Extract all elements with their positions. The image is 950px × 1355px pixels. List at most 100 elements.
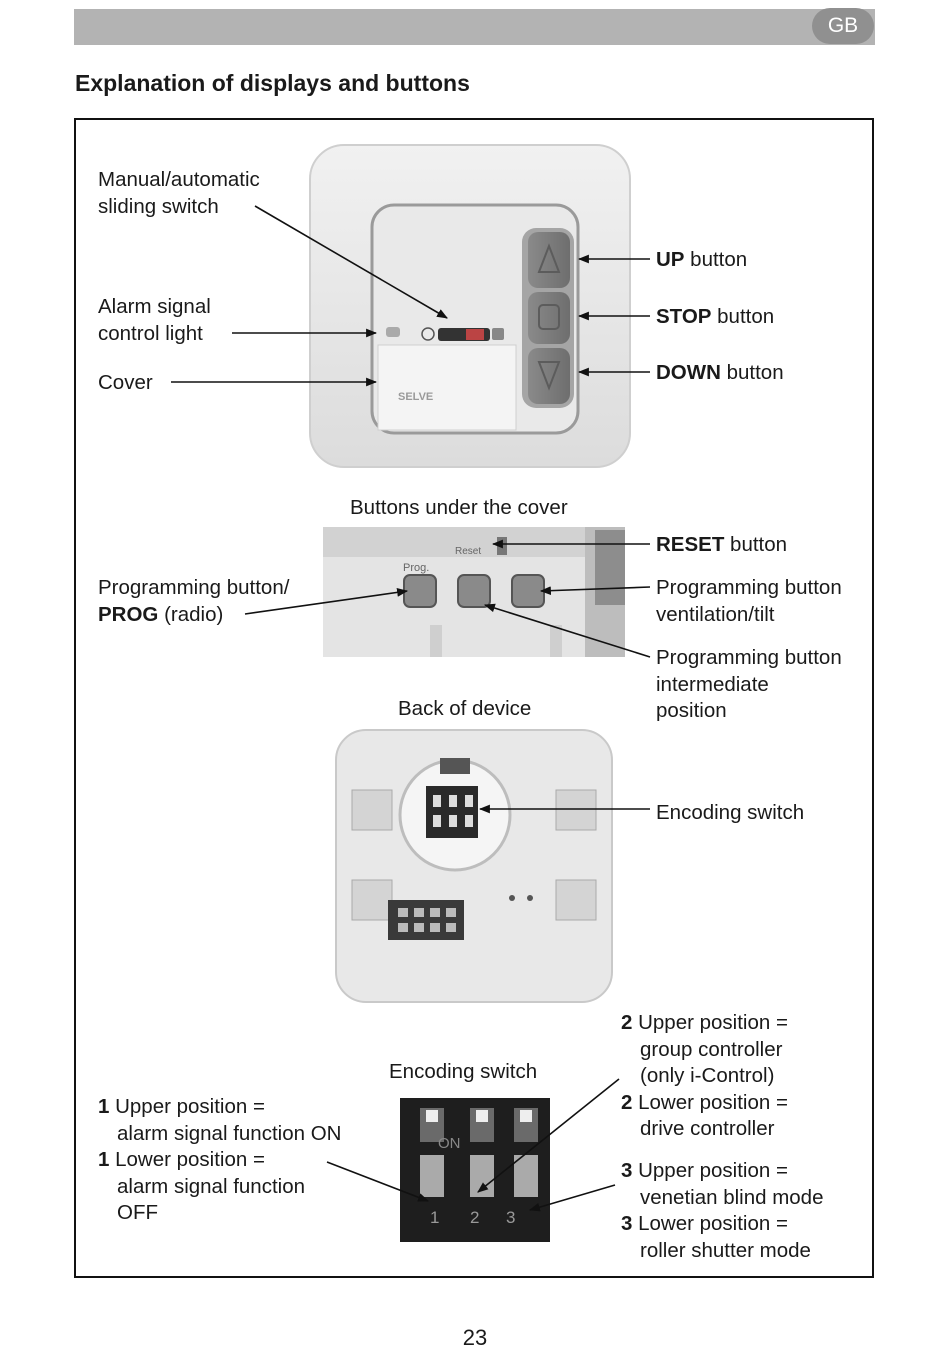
vent-line-2: ventilation/tilt [656, 602, 775, 626]
leader-lines [171, 205, 651, 1212]
up-bold: UP [656, 248, 685, 271]
leader-switch-2 [477, 1078, 620, 1193]
label-cover: Cover [98, 371, 153, 394]
down-rest: button [720, 361, 784, 384]
front-device-image: SELVE [309, 144, 631, 468]
page-number: 23 [462, 1325, 488, 1350]
sw3-up-num: 3 [621, 1159, 633, 1182]
inter-line-1: Programming button [656, 646, 842, 669]
down-bold: DOWN [656, 361, 721, 384]
label-manual-switch: Manual/automatic sliding switch [98, 167, 260, 220]
label-alarm-light: Alarm signal control light [98, 294, 211, 347]
stop-rest: button [711, 305, 775, 328]
label-stop: STOP button [656, 304, 774, 331]
prog-line-2: PROG (radio) [98, 602, 289, 629]
encoding-switch-block [426, 786, 478, 838]
sw3-low-line-2: roller shutter mode [640, 1238, 811, 1262]
intermediate-button[interactable] [457, 574, 491, 608]
sw2-lower: 2 Lower position = [621, 1090, 788, 1117]
prog-rest: (radio) [158, 602, 224, 626]
label-switch-1: 1 Upper position = alarm signal function… [98, 1094, 341, 1227]
stop-key[interactable] [528, 292, 570, 344]
sw1-low-line-3: OFF [117, 1201, 158, 1224]
reset-bold: RESET [656, 533, 725, 556]
sw3-low-num: 3 [621, 1212, 633, 1235]
sw2-low-text: Lower position = [632, 1090, 788, 1114]
manual-line-1: Manual/automatic [98, 168, 260, 191]
prog-button[interactable] [403, 574, 437, 608]
prog-line-1: Programming button/ [98, 576, 290, 599]
header-bar [74, 9, 875, 45]
language-badge: GB [812, 8, 874, 44]
label-intermediate: Programming button intermediate position [656, 645, 842, 725]
label-switch-2: 2 Upper position = group controller (onl… [621, 1010, 788, 1143]
up-arrow-icon [537, 243, 561, 273]
up-key[interactable] [528, 232, 570, 288]
dip-label-1: 1 [430, 1208, 439, 1227]
sw1-low-text: Lower position = [109, 1148, 265, 1171]
label-encoding-switch: Encoding switch [656, 801, 805, 824]
dip-switch-1[interactable] [420, 1155, 444, 1197]
sw1-lower: 1 Lower position = [98, 1147, 341, 1174]
label-down: DOWN button [656, 360, 784, 387]
sw2-low-line-2: drive controller [640, 1117, 775, 1140]
sw2-low-num: 2 [621, 1090, 633, 1114]
sw1-up-text: Upper position = [109, 1095, 265, 1118]
sw2-up-num: 2 [621, 1011, 633, 1034]
encoding-switch-image: ON 1 2 3 [400, 1098, 550, 1242]
caption-encoding-switch: Encoding switch [389, 1060, 538, 1083]
reset-pinhole[interactable] [497, 537, 507, 555]
caption-back-of-device: Back of device [398, 697, 532, 720]
sw2-up-text: Upper position = [632, 1011, 788, 1034]
leader-intermediate [483, 603, 651, 658]
page-heading: Explanation of displays and buttons [75, 70, 470, 96]
sw1-up-line-2: alarm signal function ON [117, 1121, 342, 1145]
label-switch-3: 3 Upper position = venetian blind mode 3… [621, 1158, 824, 1264]
ventilation-button[interactable] [511, 574, 545, 608]
dip-label-2: 2 [470, 1208, 479, 1227]
down-key[interactable] [528, 348, 570, 404]
sw1-up-num: 1 [98, 1095, 110, 1118]
prog-key-label: Prog. [403, 562, 429, 574]
sw2-upper: 2 Upper position = [621, 1010, 788, 1037]
sw1-low-line-2: alarm signal function [117, 1174, 306, 1198]
sw3-lower: 3 Lower position = [621, 1211, 824, 1238]
label-prog: Programming button/ PROG (radio) [98, 575, 289, 628]
sw2-up-line-2: group controller [640, 1037, 783, 1061]
sw3-upper: 3 Upper position = [621, 1158, 824, 1185]
down-arrow-icon [537, 361, 561, 391]
sw1-upper: 1 Upper position = [98, 1094, 341, 1121]
sw3-up-text: Upper position = [632, 1159, 788, 1182]
leader-manual-switch [254, 205, 448, 319]
leader-ventilation [539, 586, 651, 596]
alarm-light [386, 327, 400, 337]
inter-line-3: position [656, 699, 727, 722]
label-ventilation: Programming button ventilation/tilt [656, 575, 842, 628]
clock-icon [421, 327, 435, 341]
sw1-low-num: 1 [98, 1148, 110, 1171]
figure-frame [74, 118, 874, 1278]
reset-rest: button [724, 533, 788, 556]
hand-icon [492, 328, 504, 340]
up-rest: button [684, 248, 748, 271]
inter-line-2: intermediate [656, 672, 769, 696]
dip-switch-3[interactable] [514, 1155, 538, 1197]
sw3-low-text: Lower position = [632, 1212, 788, 1235]
leader-switch-1 [326, 1161, 430, 1202]
sw2-up-line-3: (only i-Control) [640, 1064, 775, 1087]
dip-switch-2[interactable] [470, 1155, 494, 1197]
leader-switch-3 [528, 1184, 616, 1212]
under-cover-image: Prog. Reset [323, 527, 625, 657]
label-reset: RESET button [656, 532, 787, 559]
back-device-image [335, 729, 613, 1003]
alarm-line-2: control light [98, 321, 203, 345]
leader-prog [244, 588, 409, 615]
vent-line-1: Programming button [656, 576, 842, 599]
caption-buttons-under-cover: Buttons under the cover [350, 496, 568, 519]
manual-line-2: sliding switch [98, 194, 219, 218]
sw3-up-line-2: venetian blind mode [640, 1185, 824, 1209]
connector-block [388, 900, 464, 940]
reset-key-label: Reset [455, 546, 481, 557]
prog-bold: PROG [98, 602, 159, 626]
dip-on-label: ON [438, 1135, 461, 1152]
